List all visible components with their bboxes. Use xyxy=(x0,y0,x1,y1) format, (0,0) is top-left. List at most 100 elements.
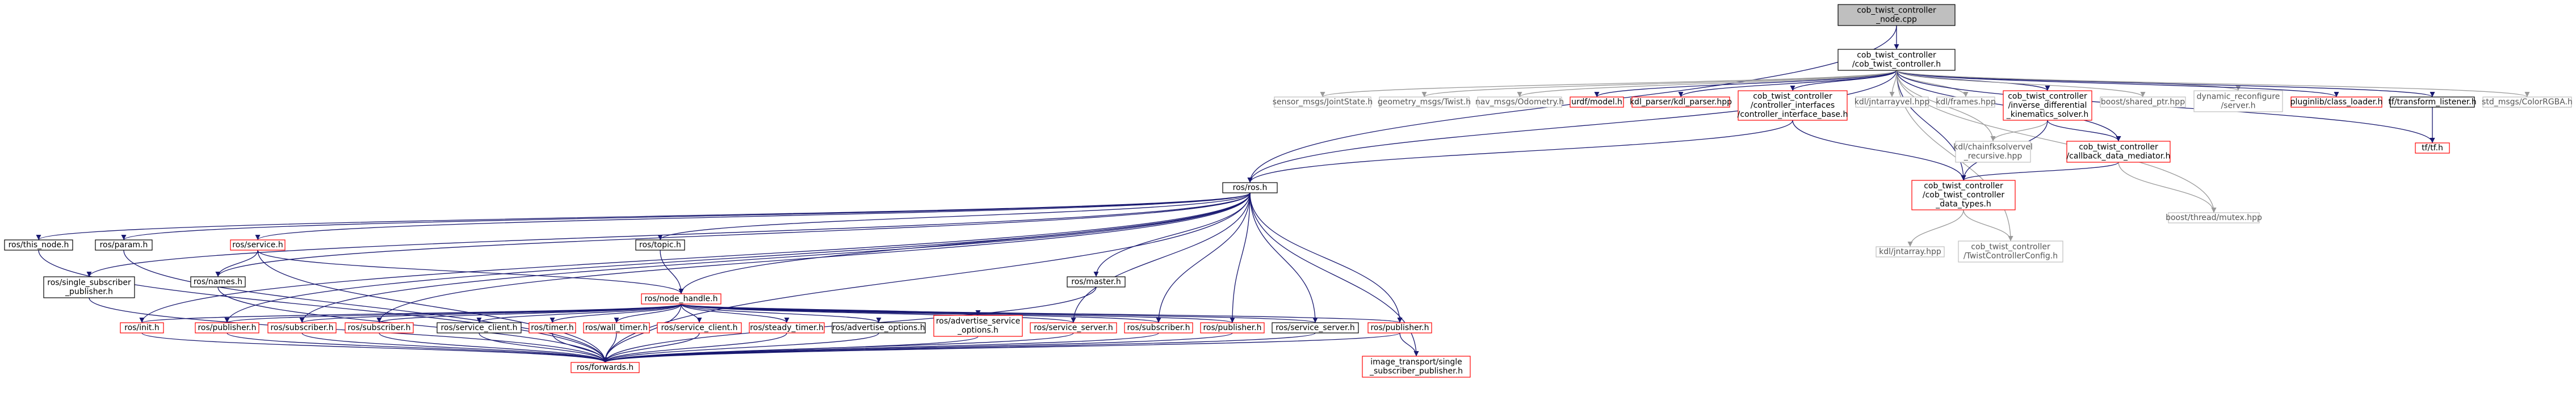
edge-subscriber_a-to-forwards xyxy=(301,332,608,363)
node-ros_h[interactable]: ros/ros.h xyxy=(1222,182,1278,193)
node-inv_diff[interactable]: cob_twist_controller/inverse_differentia… xyxy=(2003,90,2092,121)
node-subscriber_b[interactable]: ros/subscriber.h xyxy=(345,322,414,334)
edge-service-to-names xyxy=(215,250,258,277)
edge-topic-to-node_handle xyxy=(660,250,684,294)
edge-ctrl_h-to-std_color xyxy=(1896,70,2530,98)
node-box xyxy=(583,322,650,334)
node-box xyxy=(832,322,926,334)
node-label: pluginlib/class_loader.h xyxy=(2290,98,2383,107)
node-pluginlib[interactable]: pluginlib/class_loader.h xyxy=(2290,96,2383,108)
edge-cb_mediator-to-data_types xyxy=(1961,162,2119,181)
node-label: ros/init.h xyxy=(124,323,160,332)
node-boost_shared: boost/shared_ptr.hpp xyxy=(2100,96,2186,108)
node-label: cob_twist_controller xyxy=(1971,243,2050,252)
node-box xyxy=(1274,96,1371,108)
node-tf_listener[interactable]: tf/transform_listener.h xyxy=(2388,96,2477,108)
node-service[interactable]: ros/service.h xyxy=(230,239,286,251)
edge-ros_h-to-publisher_b xyxy=(1230,192,1251,323)
node-label: cob_twist_controller xyxy=(1857,6,1936,15)
edge-service_client_a-to-forwards xyxy=(479,332,608,363)
node-forwards[interactable]: ros/forwards.h xyxy=(570,362,640,373)
edge-publisher_c-to-forwards xyxy=(602,332,1400,363)
edge-ros_h-to-subscriber_a xyxy=(299,192,1251,323)
node-subscriber_c[interactable]: ros/subscriber.h xyxy=(1124,322,1193,334)
node-kdl_parser[interactable]: kdl_parser/kdl_parser.hpp xyxy=(1630,96,1732,108)
node-label: cob_twist_controller xyxy=(1924,181,2003,191)
node-geom_twist: geometry_msgs/Twist.h xyxy=(1378,96,1471,108)
node-names[interactable]: ros/names.h xyxy=(190,276,246,288)
node-label: cob_twist_controller xyxy=(2008,92,2087,101)
edge-ctrl_h-to-urdf_model xyxy=(1594,70,1897,98)
node-service_client_a[interactable]: ros/service_client.h xyxy=(437,322,522,334)
node-service_server_b[interactable]: ros/service_server.h xyxy=(1272,322,1359,334)
node-ctrl_iface[interactable]: cob_twist_controller/controller_interfac… xyxy=(1738,90,1848,121)
node-label: _node.cpp xyxy=(1876,15,1917,24)
node-label: cob_twist_controller xyxy=(1753,92,1832,101)
node-root: cob_twist_controller_node.cpp xyxy=(1837,4,1956,26)
node-label: boost/shared_ptr.hpp xyxy=(2101,98,2185,107)
node-this_node[interactable]: ros/this_node.h xyxy=(4,239,73,251)
edge-ros_h-to-publisher_c xyxy=(1249,192,1403,323)
node-urdf_model[interactable]: urdf/model.h xyxy=(1570,96,1624,108)
node-label: /controller_interface_base.h xyxy=(1738,110,1848,119)
edge-ctrl_h-to-ros_h xyxy=(1247,70,1897,183)
edge-ros_h-to-master xyxy=(1093,192,1251,277)
node-service_server_a[interactable]: ros/service_server.h xyxy=(1030,322,1117,334)
node-advertise_service[interactable]: ros/advertise_service_options.h xyxy=(933,315,1023,337)
node-label: /cob_twist_controller xyxy=(1923,191,2005,200)
node-label: ros/subscriber.h xyxy=(1127,323,1190,332)
node-label: cob_twist_controller xyxy=(2079,143,2158,152)
edge-ros_h-to-service_server_a xyxy=(1071,192,1251,323)
node-label: ros/publisher.h xyxy=(1370,323,1429,332)
node-image_transport[interactable]: image_transport/single_subscriber_publis… xyxy=(1362,356,1471,378)
node-steady_timer[interactable]: ros/steady_timer.h xyxy=(749,322,825,334)
node-label: ros/service_server.h xyxy=(1276,323,1355,332)
edge-ros_h-to-single_sub xyxy=(86,192,1251,277)
node-data_types[interactable]: cob_twist_controller/cob_twist_controlle… xyxy=(1911,180,2016,210)
node-box xyxy=(2003,90,2092,121)
node-box xyxy=(1876,246,1945,258)
node-single_sub[interactable]: ros/single_subscriber_publisher.h xyxy=(43,276,135,298)
node-timer[interactable]: ros/timer.h xyxy=(528,322,576,334)
node-box xyxy=(1958,240,2063,263)
node-subscriber_a[interactable]: ros/subscriber.h xyxy=(267,322,337,334)
node-label: kdl_parser/kdl_parser.hpp xyxy=(1630,98,1732,107)
node-ctrl_h[interactable]: cob_twist_controller/cob_twist_controlle… xyxy=(1837,49,1956,71)
node-box xyxy=(4,239,73,251)
node-label: /TwistControllerConfig.h xyxy=(1964,252,2058,261)
node-topic[interactable]: ros/topic.h xyxy=(635,239,685,251)
edge-node_handle-to-subscriber_b xyxy=(376,303,682,323)
node-label: /controller_interfaces xyxy=(1751,101,1835,110)
node-label: ros/publisher.h xyxy=(198,323,256,332)
node-publisher_c[interactable]: ros/publisher.h xyxy=(1367,322,1432,334)
node-boost_mutex: boost/thread/mutex.hpp xyxy=(2166,212,2262,223)
node-service_client_b[interactable]: ros/service_client.h xyxy=(657,322,742,334)
node-master[interactable]: ros/master.h xyxy=(1067,276,1126,288)
node-publisher_b[interactable]: ros/publisher.h xyxy=(1200,322,1265,334)
edge-publisher_b-to-forwards xyxy=(602,332,1233,363)
node-publisher_a[interactable]: ros/publisher.h xyxy=(195,322,259,334)
node-label: tf/tf.h xyxy=(2422,143,2443,153)
node-std_color: std_msgs/ColorRGBA.h xyxy=(2482,96,2573,108)
node-label: ros/service_server.h xyxy=(1034,323,1113,332)
node-init[interactable]: ros/init.h xyxy=(120,322,164,334)
node-node_handle[interactable]: ros/node_handle.h xyxy=(641,293,721,305)
node-box xyxy=(1911,180,2016,210)
node-cb_mediator[interactable]: cob_twist_controller/callback_data_media… xyxy=(2066,141,2171,163)
node-box xyxy=(657,322,742,334)
edge-ctrl_h-to-nav_odom xyxy=(1517,70,1897,98)
node-label: _kinematics_solver.h xyxy=(2006,110,2089,119)
node-box xyxy=(1379,96,1470,108)
node-param[interactable]: ros/param.h xyxy=(95,239,153,251)
node-tf_h[interactable]: tf/tf.h xyxy=(2415,142,2450,154)
node-box xyxy=(1477,96,1562,108)
edge-publisher_a-to-forwards xyxy=(226,332,608,363)
node-box xyxy=(1837,49,1956,71)
node-wall_timer[interactable]: ros/wall_timer.h xyxy=(583,322,650,334)
node-twist_cfg: cob_twist_controller/TwistControllerConf… xyxy=(1958,240,2063,263)
edge-ros_h-to-param xyxy=(121,192,1251,240)
node-label: ros/advertise_options.h xyxy=(832,323,925,332)
node-box xyxy=(1030,322,1117,334)
node-label: _recursive.hpp xyxy=(1964,152,2023,161)
node-advertise_options[interactable]: ros/advertise_options.h xyxy=(832,322,926,334)
